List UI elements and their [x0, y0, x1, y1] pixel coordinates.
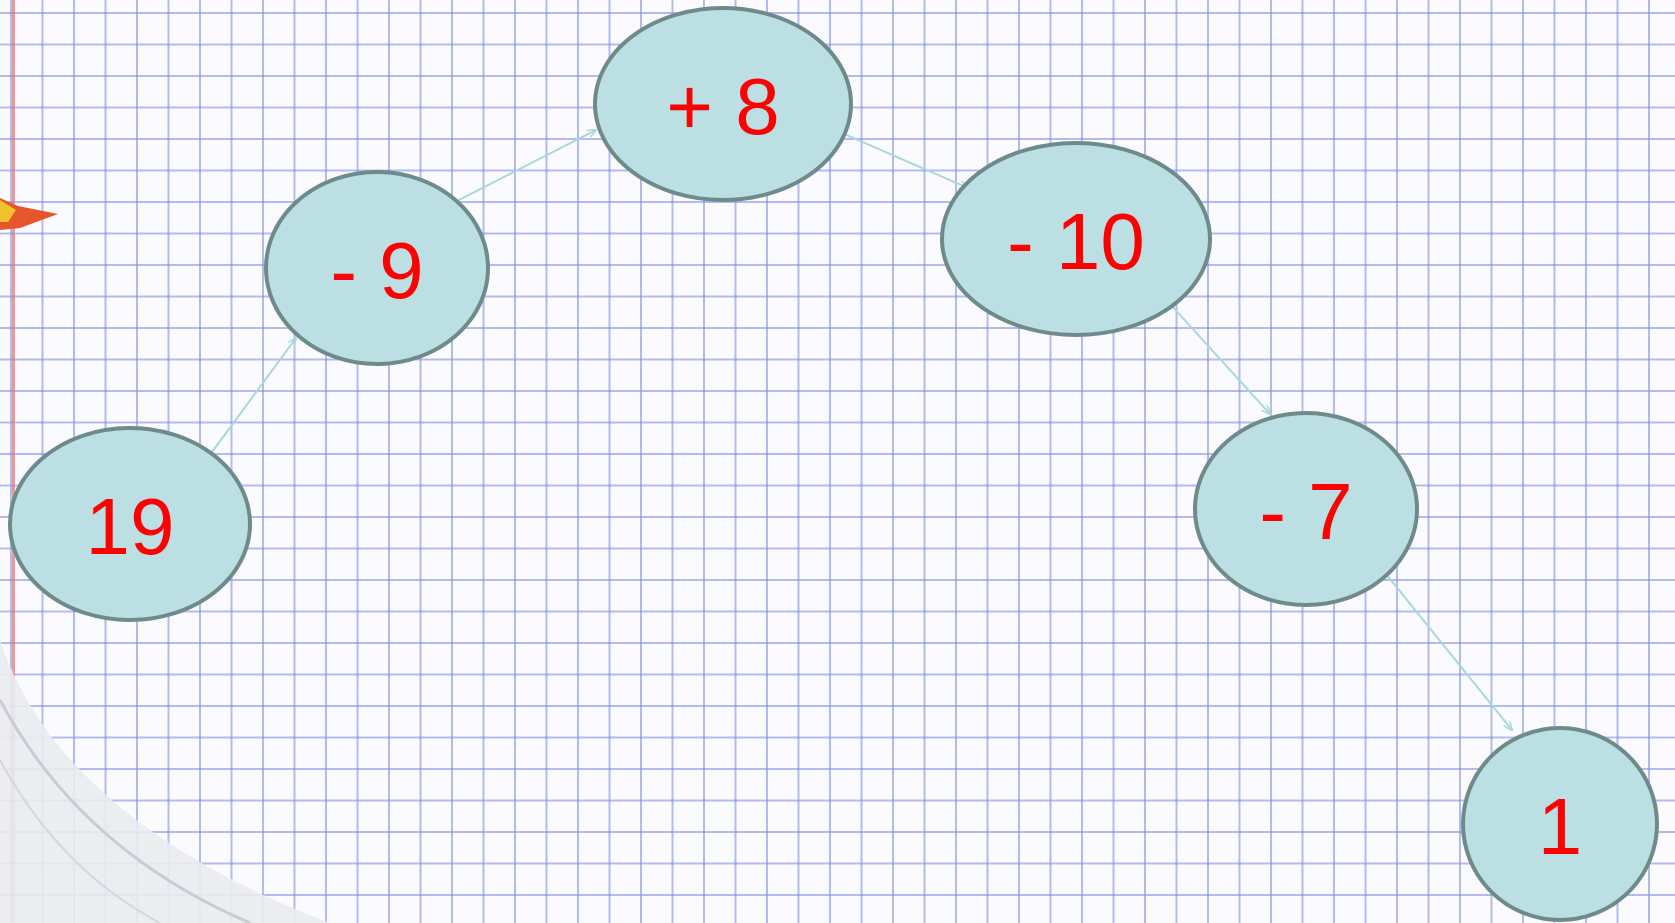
node-step2: + 8: [595, 8, 851, 200]
node-step4: - 7: [1195, 413, 1417, 605]
node-step3-label: - 10: [1007, 197, 1145, 286]
arrow-step1-to-step2: [455, 130, 596, 202]
node-start: 19: [10, 428, 250, 620]
node-result: 1: [1463, 728, 1657, 920]
butterfly-decoration: [0, 198, 58, 230]
node-step4-label: - 7: [1259, 467, 1352, 556]
arrow-step4-to-result: [1386, 574, 1512, 730]
curled-page-decoration: [0, 640, 330, 923]
node-step3: - 10: [942, 143, 1210, 335]
arrow-step2-to-step3: [842, 133, 968, 188]
node-step1: - 9: [266, 172, 488, 364]
nodes-layer: 19 - 9 + 8 - 10 - 7 1: [10, 8, 1657, 920]
node-result-label: 1: [1538, 782, 1583, 871]
arrow-step3-to-step4: [1171, 305, 1270, 414]
node-step1-label: - 9: [330, 226, 423, 315]
arrow-start-to-step1: [212, 338, 296, 452]
node-start-label: 19: [86, 482, 175, 571]
node-step2-label: + 8: [666, 62, 779, 151]
